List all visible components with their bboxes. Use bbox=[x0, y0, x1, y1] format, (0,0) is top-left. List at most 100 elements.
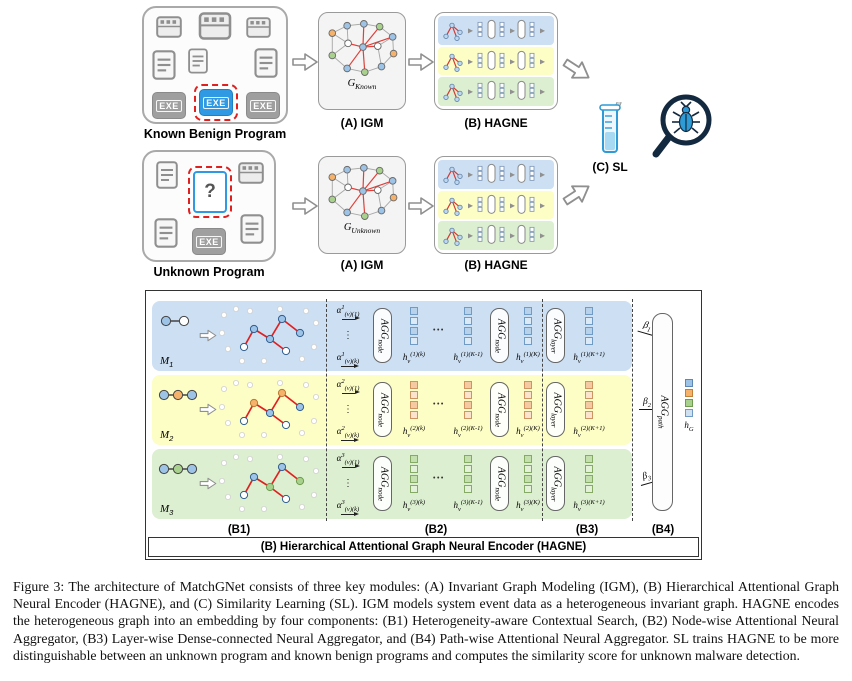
app-window-icon bbox=[246, 17, 271, 38]
app-window-icon bbox=[198, 12, 232, 40]
attention-weights-1: α1(v)(1) ⋮ α1(v)(k) bbox=[327, 304, 369, 368]
vertical-dots: ⋮ bbox=[343, 404, 353, 415]
ellipsis: ••• bbox=[433, 401, 445, 408]
flow-arrow-icon bbox=[558, 52, 596, 88]
alpha-bottom: α2(v)(k) bbox=[336, 425, 360, 442]
hagne-band-m2: M2 bbox=[152, 375, 632, 445]
arrow-icon bbox=[199, 329, 217, 342]
measuring-cylinder-icon bbox=[599, 102, 622, 153]
vertical-dots: ⋮ bbox=[343, 478, 353, 489]
alpha-top: α2(v)(1) bbox=[336, 378, 360, 395]
layer-embedding-vector: hv(3)(K+1) bbox=[572, 455, 606, 513]
flow-arrow-icon bbox=[408, 196, 434, 216]
small-arrow-icon bbox=[341, 316, 360, 321]
agg-layer-box: AGGlayer bbox=[546, 382, 565, 437]
unknown-box-label: Unknown Program bbox=[153, 265, 265, 279]
node-embedding-vector: hv(1)(K) bbox=[511, 307, 545, 365]
metagraph-motif-1 bbox=[160, 315, 190, 327]
mini-pipeline-sketch bbox=[438, 221, 554, 250]
hagne-band-m3: M3 bbox=[152, 449, 632, 519]
hagne-mini-panel-unknown bbox=[434, 156, 558, 254]
known-box-label: Known Benign Program bbox=[143, 127, 287, 141]
layer-embedding-vector: hv(2)(K+1) bbox=[572, 381, 606, 439]
mini-pipeline-sketch bbox=[438, 77, 554, 106]
hagne-caption-known: (B) HAGNE bbox=[464, 116, 528, 130]
agg-node-box: AGGnode bbox=[490, 382, 509, 437]
exe-label: EXE bbox=[196, 235, 222, 248]
node-embedding-vector: hv(3)(k) bbox=[397, 455, 431, 513]
component-label-b3: (B3) bbox=[575, 524, 599, 536]
metagraph-motif-3 bbox=[158, 463, 198, 475]
node-embedding-vector: hv(3)(K-1) bbox=[451, 455, 485, 513]
agg-node-box: AGGnode bbox=[490, 456, 509, 511]
hagne-mini-row-1 bbox=[438, 16, 554, 45]
hagne-mini-row-3 bbox=[438, 221, 554, 251]
flow-arrow-icon bbox=[558, 176, 596, 212]
hagne-architecture-panel: M1 bbox=[145, 290, 702, 560]
vertical-dots: ⋮ bbox=[343, 330, 353, 341]
invariant-graph-known bbox=[323, 18, 401, 78]
sl-caption: (C) SL bbox=[592, 160, 628, 174]
figure-caption: Figure 3: The architecture of MatchGNet … bbox=[13, 579, 839, 663]
graph-known-label: GKnown bbox=[347, 78, 377, 92]
document-icon bbox=[156, 161, 178, 189]
flow-arrow-icon bbox=[408, 52, 434, 72]
document-icon bbox=[240, 214, 264, 244]
exe-label: EXE bbox=[203, 96, 229, 109]
malware-detection-magnifier-icon bbox=[652, 94, 712, 158]
bug-icon bbox=[672, 101, 700, 134]
hagne-caption-unknown: (B) HAGNE bbox=[464, 258, 528, 272]
dashed-divider bbox=[632, 299, 633, 521]
agg-layer-box: AGGlayer bbox=[546, 308, 565, 363]
invariant-graph-unknown bbox=[323, 162, 401, 222]
small-arrow-icon bbox=[341, 390, 360, 395]
component-label-b2: (B2) bbox=[424, 524, 448, 536]
known-benign-programs-box: EXE EXE EXE bbox=[142, 6, 288, 124]
hagne-band-m1: M1 bbox=[152, 301, 632, 371]
alpha-bottom: α3(v)(k) bbox=[336, 499, 360, 516]
ellipsis: ••• bbox=[433, 327, 445, 334]
exe-label: EXE bbox=[156, 99, 182, 112]
dashed-divider bbox=[542, 299, 543, 521]
arrow-icon bbox=[199, 403, 217, 416]
app-window-icon bbox=[156, 16, 182, 38]
dashed-divider bbox=[326, 299, 327, 521]
arrow-icon bbox=[199, 477, 217, 490]
igm-panel-known: GKnown bbox=[318, 12, 406, 110]
document-icon bbox=[154, 218, 178, 248]
agg-path-box: AGGpath bbox=[652, 313, 673, 511]
flow-arrow-icon bbox=[292, 196, 318, 216]
contextual-search-graph-1 bbox=[219, 306, 320, 365]
node-embedding-vector: hv(2)(k) bbox=[397, 381, 431, 439]
graph-unknown-label: GUnknown bbox=[343, 222, 381, 236]
exe-file-icon: EXE bbox=[246, 92, 280, 119]
document-icon bbox=[188, 48, 208, 74]
exe-file-icon: EXE bbox=[192, 228, 226, 255]
attention-weights-2: α2(v)(1) ⋮ α2(v)(k) bbox=[327, 378, 369, 442]
document-icon bbox=[152, 50, 176, 80]
exe-file-icon: EXE bbox=[152, 92, 186, 119]
unknown-program-box: ? EXE bbox=[142, 150, 276, 262]
node-embedding-vector: hv(1)(k) bbox=[397, 307, 431, 365]
exe-label: EXE bbox=[250, 99, 276, 112]
flow-arrow-icon bbox=[292, 52, 318, 72]
node-embedding-vector: hv(3)(K) bbox=[511, 455, 545, 513]
ellipsis: ••• bbox=[433, 475, 445, 482]
alpha-top: α1(v)(1) bbox=[336, 304, 360, 321]
component-label-b1: (B1) bbox=[227, 524, 251, 536]
contextual-search-graph-2 bbox=[219, 380, 320, 439]
highlighted-known-program: EXE bbox=[194, 84, 238, 121]
agg-node-box: AGGnode bbox=[373, 456, 392, 511]
small-arrow-icon bbox=[341, 464, 360, 469]
graph-embedding-vector: hG bbox=[678, 379, 700, 433]
alpha-top: α3(v)(1) bbox=[336, 452, 360, 469]
question-mark: ? bbox=[204, 181, 216, 202]
mini-pipeline-sketch bbox=[438, 47, 554, 76]
hagne-mini-panel-known bbox=[434, 12, 558, 110]
agg-node-box: AGGnode bbox=[490, 308, 509, 363]
hagne-mini-row-2 bbox=[438, 190, 554, 220]
metagraph-motif-2 bbox=[158, 389, 198, 401]
small-arrow-icon bbox=[341, 437, 360, 442]
attention-weights-3: α3(v)(1) ⋮ α3(v)(k) bbox=[327, 452, 369, 516]
